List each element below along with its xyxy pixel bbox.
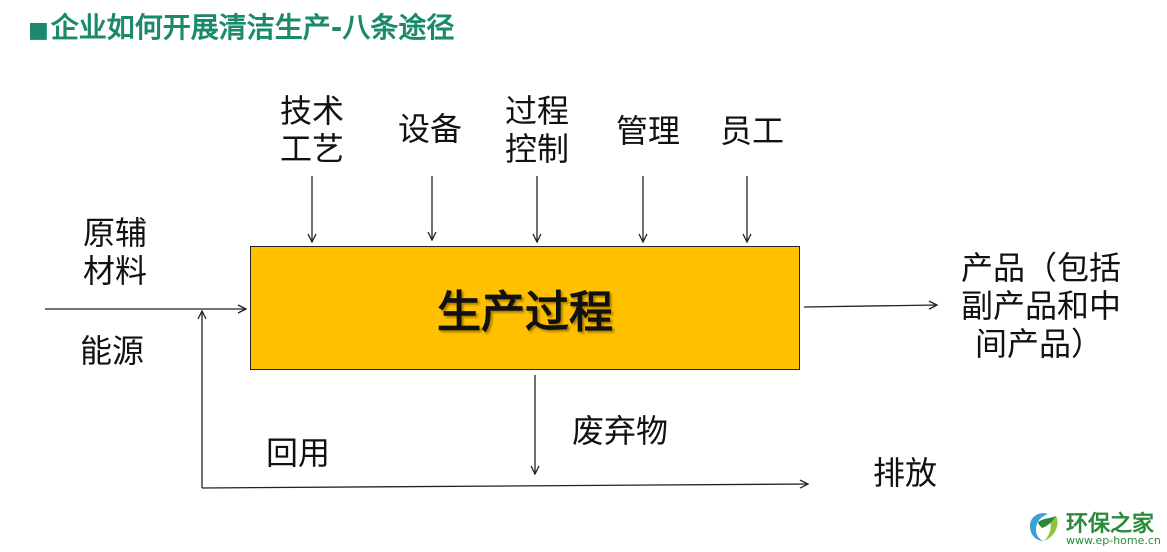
input-equipment-line1: 设备 — [397, 110, 462, 148]
input-tech-process-line1: 技术 — [279, 92, 344, 130]
title-text: 企业如何开展清洁生产-八条途径 — [50, 11, 455, 44]
input-equipment: 设备 — [390, 110, 470, 148]
input-process-control-line2: 控制 — [504, 130, 569, 168]
input-staff-line1: 员工 — [719, 112, 784, 150]
input-process-control-line1: 过程 — [504, 92, 569, 130]
arrow-products — [803, 305, 937, 307]
input-process-control: 过程 控制 — [497, 92, 577, 168]
input-tech-process-line2: 工艺 — [279, 130, 344, 168]
page-title: ■企业如何开展清洁生产-八条途径 — [28, 6, 454, 46]
process-box: 生产过程 — [250, 246, 800, 370]
input-management-line1: 管理 — [615, 112, 680, 150]
recycle-label: 回用 — [266, 434, 331, 472]
title-marker: ■ — [28, 18, 49, 43]
output-products-line3: 间产品） — [975, 325, 1104, 363]
logo-url: www.ep-home.cn — [1066, 534, 1161, 547]
leaf-logo-icon — [1030, 513, 1058, 541]
output-products: 产品（包括 副产品和中 间产品） — [961, 249, 1121, 363]
waste-label: 废弃物 — [572, 412, 669, 450]
recycle-bottom-line — [201, 484, 808, 489]
input-raw-materials-line1: 原辅 — [83, 214, 148, 252]
input-staff: 员工 — [712, 112, 792, 150]
discharge-label: 排放 — [873, 454, 938, 492]
process-label: 生产过程 — [437, 287, 613, 338]
input-management: 管理 — [608, 112, 688, 150]
input-tech-process: 技术 工艺 — [272, 92, 352, 168]
input-raw-materials: 原辅 材料 — [83, 214, 147, 290]
input-energy: 能源 — [80, 332, 145, 370]
ep-home-logo: 环保之家 www.ep-home.cn — [1026, 506, 1166, 550]
output-products-line1: 产品（包括 — [961, 249, 1122, 287]
logo-name: 环保之家 — [1066, 512, 1155, 537]
input-raw-materials-line2: 材料 — [83, 252, 148, 290]
output-products-line2: 副产品和中 — [961, 287, 1122, 325]
